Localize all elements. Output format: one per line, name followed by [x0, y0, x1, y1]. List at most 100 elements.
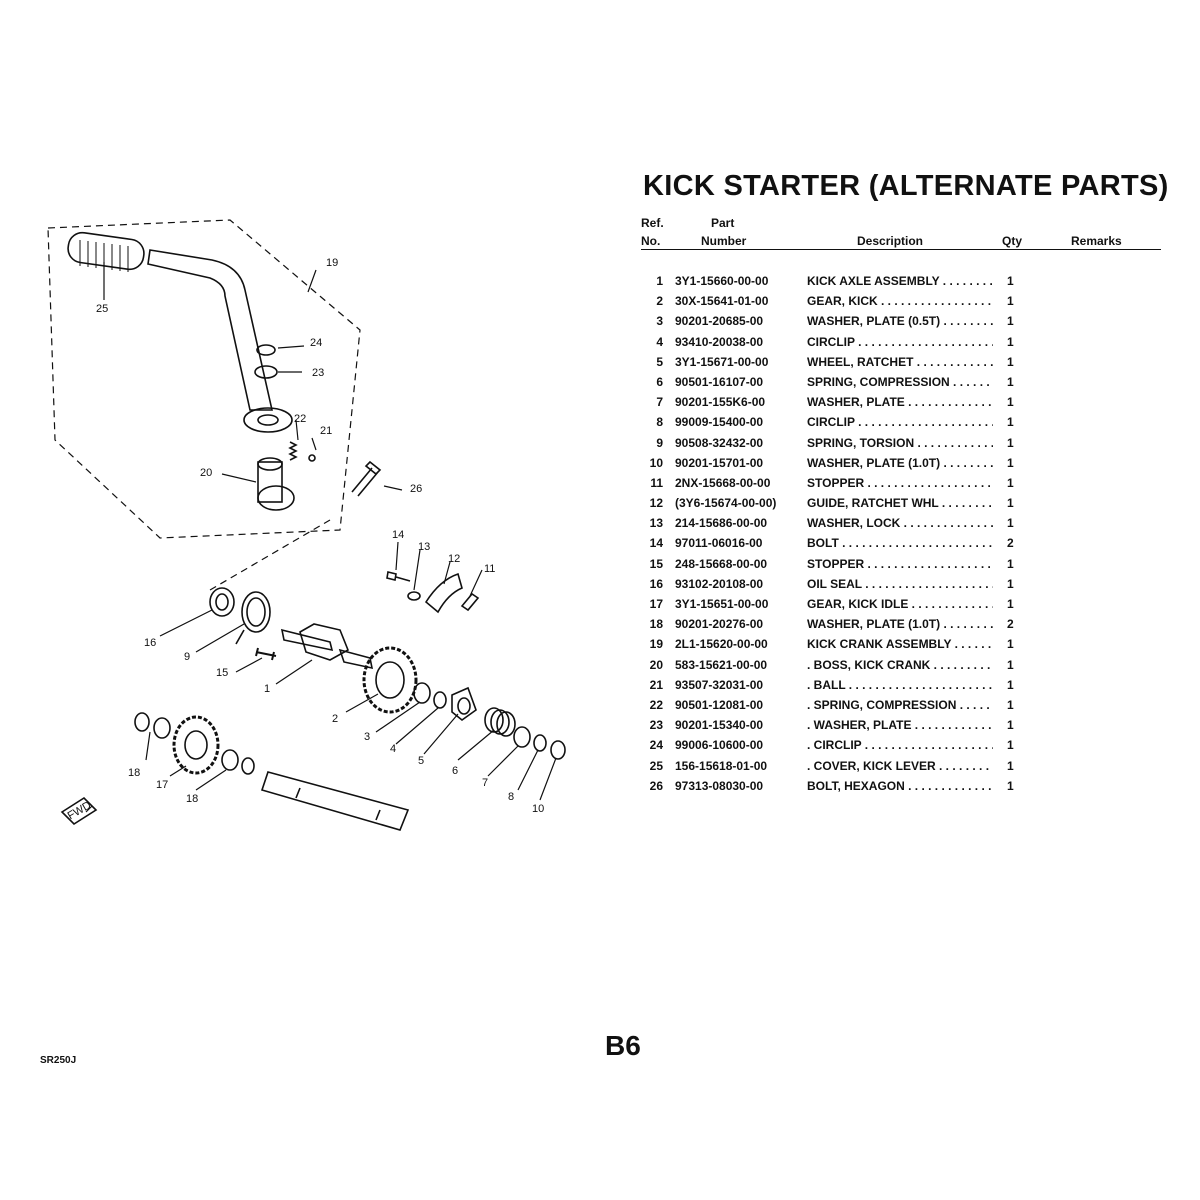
- part-number: 99006-10600-00: [675, 738, 764, 753]
- description: CIRCLIP . . . . . . . . . . . . . . . . …: [807, 415, 993, 430]
- label-4: 4: [390, 743, 396, 755]
- quantity: 1: [1007, 516, 1014, 531]
- description: WASHER, PLATE (0.5T) . . . . . . . . . .…: [807, 314, 993, 329]
- ratchet-guide-12: [424, 572, 463, 614]
- ref-number: 8: [656, 415, 663, 430]
- quantity: 1: [1007, 314, 1014, 329]
- exploded-parts-diagram: 25 19 24 23 22 21 20 26 14 13 12 11 16 9…: [0, 200, 600, 860]
- circlip-4: [433, 691, 447, 709]
- quantity: 2: [1007, 536, 1014, 551]
- header-ref-line2: No.: [641, 234, 661, 248]
- kick-idle-gear: [172, 715, 220, 775]
- part-number: 583-15621-00-00: [675, 657, 768, 672]
- circlip-18b: [241, 757, 255, 775]
- kick-crank: [147, 249, 293, 433]
- part-number: 90201-20685-00: [675, 314, 764, 329]
- ref-number: 11: [650, 475, 663, 490]
- ref-number: 18: [649, 617, 663, 632]
- ref-number: 17: [649, 597, 663, 611]
- part-number: 90501-12081-00: [675, 697, 764, 712]
- washer-18a: [134, 712, 150, 732]
- label-fwd: FWD: [66, 799, 94, 822]
- torsion-spring: [235, 591, 271, 645]
- ref-number: 26: [649, 778, 663, 793]
- ref-number: 1: [656, 274, 663, 288]
- description: WASHER, PLATE (1.0T) . . . . . . . . . .…: [807, 617, 993, 632]
- ref-number: 25: [649, 758, 663, 773]
- part-number: 30X-15641-01-00: [675, 294, 769, 309]
- description: SPRING, TORSION . . . . . . . . . . . . …: [807, 435, 993, 450]
- description: STOPPER . . . . . . . . . . . . . . . . …: [807, 475, 993, 490]
- part-number: 248-15668-00-00: [675, 556, 768, 571]
- kick-lever-cover: [67, 231, 145, 272]
- ball-21: [308, 454, 316, 462]
- ref-number: 4: [656, 334, 663, 349]
- label-17: 17: [156, 779, 168, 791]
- description: . BALL . . . . . . . . . . . . . . . . .…: [807, 677, 993, 692]
- stopper-15: [255, 647, 277, 661]
- bolt-26: [351, 460, 382, 497]
- ref-number: 19: [649, 637, 663, 652]
- description: . COVER, KICK LEVER . . . . . . . . . . …: [807, 758, 993, 773]
- quantity: 1: [1007, 274, 1014, 288]
- label-20: 20: [200, 467, 212, 479]
- page-title: KICK STARTER (ALTERNATE PARTS): [643, 170, 1169, 202]
- lock-washer-13: [407, 591, 421, 601]
- label-12: 12: [448, 553, 460, 565]
- crank-assembly-boundary: [47, 219, 361, 539]
- label-8: 8: [508, 791, 514, 803]
- label-1: 1: [264, 683, 270, 695]
- part-number: 97313-08030-00: [675, 778, 764, 793]
- ref-number: 5: [656, 354, 663, 369]
- ref-number: 24: [649, 738, 663, 753]
- ref-number: 21: [649, 677, 663, 692]
- quantity: 1: [1007, 354, 1014, 369]
- label-23: 23: [312, 367, 324, 379]
- kick-axle: [280, 623, 374, 670]
- quantity: 1: [1007, 395, 1014, 410]
- quantity: 1: [1007, 556, 1014, 571]
- label-16: 16: [144, 637, 156, 649]
- label-3: 3: [364, 731, 370, 743]
- washer-18a-inner: [153, 717, 171, 739]
- washer-18b: [221, 749, 239, 771]
- ratchet-wheel: [451, 686, 477, 722]
- quantity: 1: [1007, 697, 1014, 712]
- leader-lines: [85, 262, 557, 813]
- quantity: 1: [1007, 475, 1014, 490]
- quantity: 1: [1007, 374, 1014, 389]
- part-number: 90201-20276-00: [675, 617, 764, 632]
- label-21: 21: [320, 425, 332, 437]
- quantity: 1: [1007, 778, 1014, 793]
- ref-number: 12: [649, 496, 663, 511]
- quantity: 1: [1007, 455, 1014, 470]
- header-remarks: Remarks: [1071, 234, 1122, 248]
- oil-seal: [209, 587, 235, 617]
- model-code: SR250J: [40, 1055, 77, 1066]
- part-number: 93102-20108-00: [675, 576, 764, 591]
- part-number: 90501-16107-00: [675, 374, 764, 389]
- part-number: 2NX-15668-00-00: [675, 475, 771, 490]
- quantity: 1: [1007, 415, 1014, 430]
- header-description: Description: [857, 234, 924, 248]
- table-row: 18 90201-20276-00 WASHER, PLATE (1.0T) . .…: [641, 617, 1161, 637]
- part-number: 2L1-15620-00-00: [675, 637, 768, 652]
- quantity: 1: [1007, 718, 1014, 733]
- quantity: 1: [1007, 294, 1014, 309]
- description: . CIRCLIP . . . . . . . . . . . . . . . …: [807, 738, 993, 753]
- table-row: 12(3Y6-15674-00-00)GUIDE, RATCHET WHL . …: [641, 496, 1161, 516]
- description: GEAR, KICK . . . . . . . . . . . . . . .…: [807, 294, 993, 309]
